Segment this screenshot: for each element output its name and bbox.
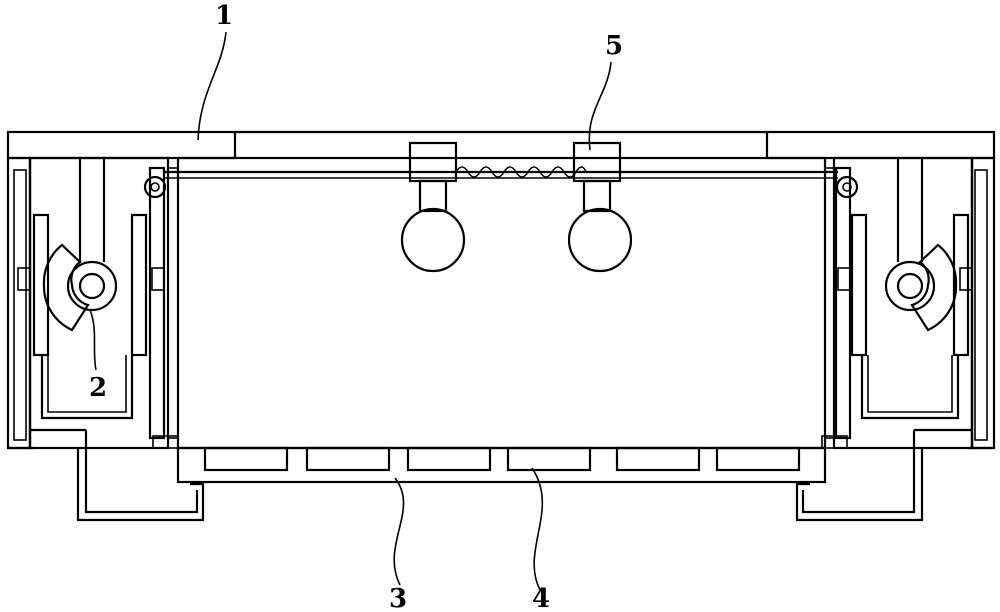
label-2: 2 bbox=[89, 373, 107, 403]
label-4: 4 bbox=[532, 584, 550, 612]
slider-assembly bbox=[400, 141, 633, 273]
right-mechanism bbox=[795, 156, 974, 522]
leader-lines bbox=[89, 31, 612, 591]
left-mechanism bbox=[17, 156, 205, 522]
bottom-plate bbox=[176, 446, 827, 484]
label-5: 5 bbox=[605, 31, 623, 61]
central-box bbox=[165, 156, 838, 450]
label-3: 3 bbox=[389, 584, 407, 612]
label-1: 1 bbox=[215, 1, 233, 31]
